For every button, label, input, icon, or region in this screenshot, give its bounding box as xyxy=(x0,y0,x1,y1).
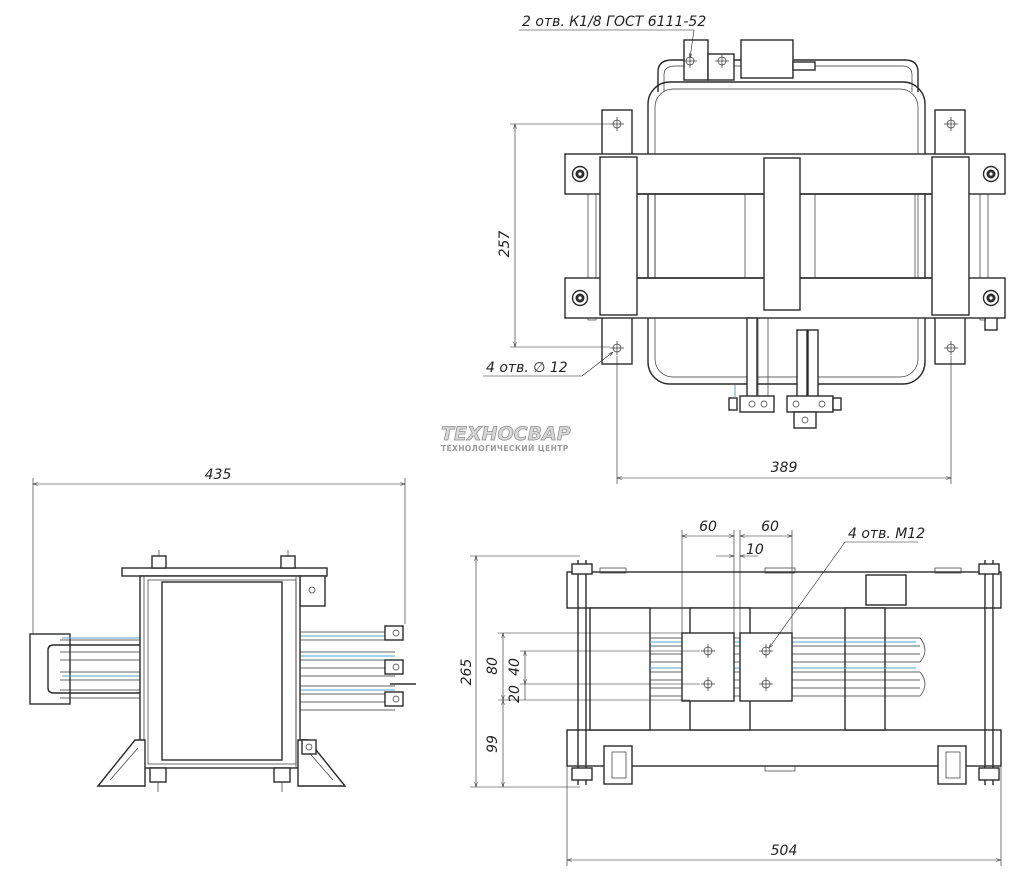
logo-tagline: ТЕХНОЛОГИЧЕСКИЙ ЦЕНТР xyxy=(441,444,569,453)
dim-80: 80 xyxy=(485,657,501,675)
annotation-holes-m12: 4 отв. М12 xyxy=(848,526,925,542)
dim-60-left: 60 xyxy=(699,519,717,535)
dim-265: 265 xyxy=(459,659,475,686)
dim-20: 20 xyxy=(507,685,523,703)
annotation-holes-top: 2 отв. К1/8 ГОСТ 6111-52 xyxy=(522,14,706,30)
dim-60-right: 60 xyxy=(761,519,779,535)
dim-10: 10 xyxy=(746,542,764,558)
dim-504: 504 xyxy=(771,843,798,859)
logo-name: ТЕХНОСВАР xyxy=(441,423,571,445)
dim-257: 257 xyxy=(497,231,513,258)
side-view: 435 xyxy=(29,467,416,792)
dim-435: 435 xyxy=(205,467,232,483)
annotation-holes-mount: 4 отв. ∅ 12 xyxy=(486,360,568,376)
dim-99: 99 xyxy=(485,735,501,753)
logo: ТЕХНОСВАР ТЕХНОЛОГИЧЕСКИЙ ЦЕНТР xyxy=(441,423,571,453)
dim-389: 389 xyxy=(771,460,798,476)
front-view: 265 99 80 40 20 60 60 10 4 отв. М12 xyxy=(459,519,1002,866)
top-view: 257 389 2 отв. К1/8 ГОСТ 6111-52 4 отв. … xyxy=(483,14,1006,484)
dim-40: 40 xyxy=(507,658,523,676)
